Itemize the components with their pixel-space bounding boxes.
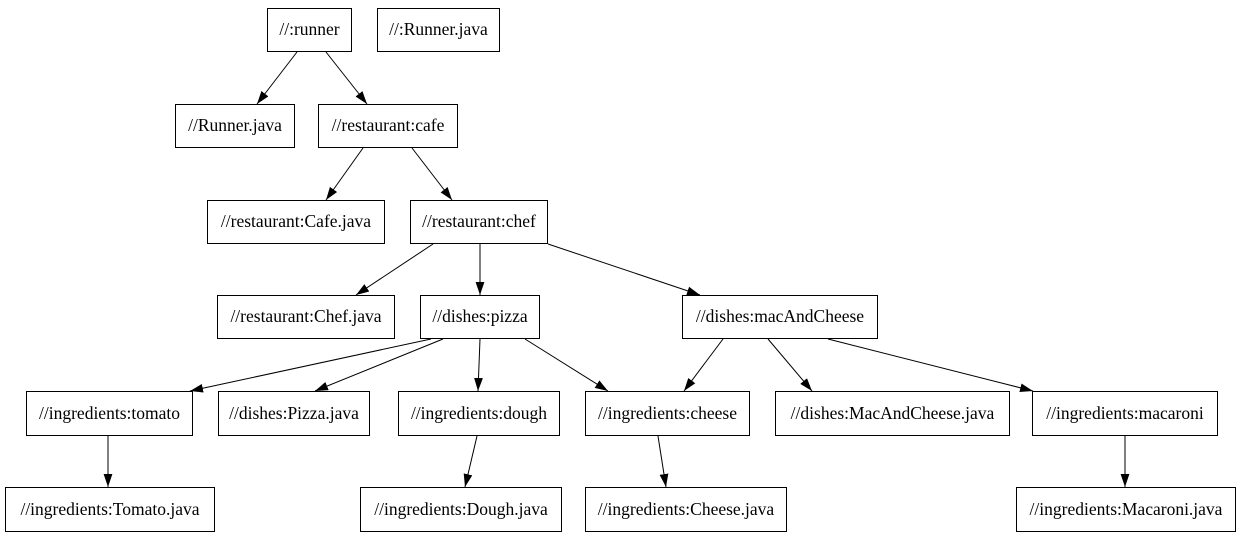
graph-node-mac-and-cheese-java: //dishes:MacAndCheese.java: [775, 391, 1010, 436]
graph-node-runner-java-root: //:Runner.java: [377, 8, 500, 52]
edge-runner-to-runner-java: [256, 51, 298, 105]
edge-mac-and-cheese-to-mac-and-cheese-java: [767, 338, 813, 392]
graph-node-label: //:Runner.java: [389, 19, 488, 40]
graph-node-dough-java: //ingredients:Dough.java: [360, 487, 562, 532]
edge-dough-to-dough-java: [463, 435, 478, 488]
graph-node-label: //dishes:pizza: [432, 306, 528, 327]
graph-node-label: //restaurant:Cafe.java: [220, 211, 372, 232]
edge-cafe-to-cafe-java: [325, 147, 364, 201]
graph-node-macaroni-java: //ingredients:Macaroni.java: [1016, 487, 1236, 532]
edge-chef-to-mac-and-cheese: [547, 243, 701, 296]
edge-pizza-to-cheese: [524, 338, 609, 392]
graph-node-runner-java: //Runner.java: [175, 104, 295, 148]
edge-mac-and-cheese-to-macaroni: [827, 338, 1034, 393]
graph-node-cafe: //restaurant:cafe: [318, 104, 458, 148]
edge-cafe-to-chef: [411, 147, 453, 201]
edge-pizza-to-tomato: [189, 338, 432, 393]
graph-node-label: //restaurant:Chef.java: [230, 306, 382, 327]
edge-pizza-to-dough: [474, 338, 483, 392]
edge-chef-to-chef-java: [355, 243, 434, 296]
graph-node-label: //ingredients:Tomato.java: [20, 498, 200, 519]
graph-node-label: //dishes:Pizza.java: [229, 402, 359, 423]
graph-node-tomato-java: //ingredients:Tomato.java: [5, 487, 215, 532]
edge-runner-to-cafe: [325, 51, 368, 105]
edge-pizza-to-pizza-java: [314, 338, 444, 392]
graph-node-label: //ingredients:Macaroni.java: [1029, 498, 1223, 519]
graph-node-label: //Runner.java: [188, 115, 282, 136]
graph-node-runner: //:runner: [267, 8, 352, 52]
graph-node-label: //ingredients:tomato: [39, 402, 180, 423]
graph-node-label: //ingredients:cheese: [598, 402, 737, 423]
graph-node-chef-java: //restaurant:Chef.java: [217, 295, 395, 339]
graph-node-cheese-java: //ingredients:Cheese.java: [585, 487, 787, 532]
graph-node-label: //dishes:MacAndCheese.java: [790, 402, 995, 423]
graph-node-cheese: //ingredients:cheese: [585, 391, 750, 436]
graph-node-macaroni: //ingredients:macaroni: [1032, 391, 1218, 436]
graph-node-label: //restaurant:cafe: [331, 115, 445, 136]
graph-node-label: //ingredients:macaroni: [1046, 402, 1204, 423]
graph-node-label: //ingredients:dough: [410, 402, 548, 423]
graph-node-label: //restaurant:chef: [422, 211, 536, 232]
graph-node-tomato: //ingredients:tomato: [26, 391, 193, 436]
graph-node-pizza: //dishes:pizza: [420, 295, 540, 339]
graph-node-label: //ingredients:Cheese.java: [597, 498, 775, 519]
graph-node-pizza-java: //dishes:Pizza.java: [218, 391, 370, 436]
graph-node-label: //:runner: [279, 19, 340, 40]
edge-cheese-to-cheese-java: [657, 435, 669, 488]
edge-mac-and-cheese-to-cheese: [683, 338, 724, 392]
graph-node-label: //dishes:macAndCheese: [695, 306, 865, 327]
graph-node-cafe-java: //restaurant:Cafe.java: [207, 200, 385, 244]
graph-node-mac-and-cheese: //dishes:macAndCheese: [682, 295, 878, 339]
graph-node-label: //ingredients:Dough.java: [374, 498, 548, 519]
graph-node-dough: //ingredients:dough: [398, 391, 560, 436]
graph-node-chef: //restaurant:chef: [410, 200, 548, 244]
